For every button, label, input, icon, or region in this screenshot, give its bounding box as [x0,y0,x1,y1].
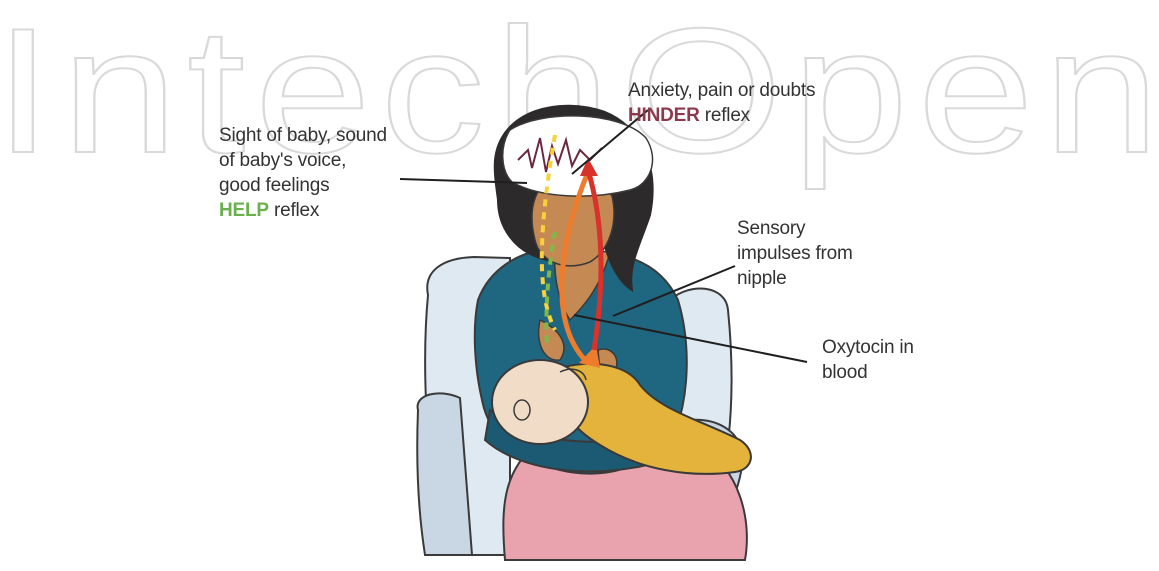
label-sensory-impulses: Sensory impulses from nipple [737,216,853,291]
label-hinder-emphasis: HINDER [628,105,700,126]
label-help-rest: reflex [269,200,319,221]
label-anxiety-text: Anxiety, pain or doubts [628,78,815,103]
label-sight-line3: good feelings [219,173,387,198]
label-sensory-line3: nipple [737,266,853,291]
label-sensory-line2: impulses from [737,241,853,266]
label-sight-line2: of baby's voice, [219,148,387,173]
label-oxytocin: Oxytocin in blood [822,335,914,385]
label-oxytocin-line2: blood [822,360,914,385]
label-hinder-rest: reflex [700,105,750,126]
label-sensory-line1: Sensory [737,216,853,241]
label-help-emphasis: HELP [219,200,269,221]
label-sight-line1: Sight of baby, sound [219,123,387,148]
label-oxytocin-line1: Oxytocin in [822,335,914,360]
label-help-reflex: Sight of baby, sound of baby's voice, go… [219,123,387,223]
label-hinder-reflex: Anxiety, pain or doubts HINDER reflex [628,78,815,128]
